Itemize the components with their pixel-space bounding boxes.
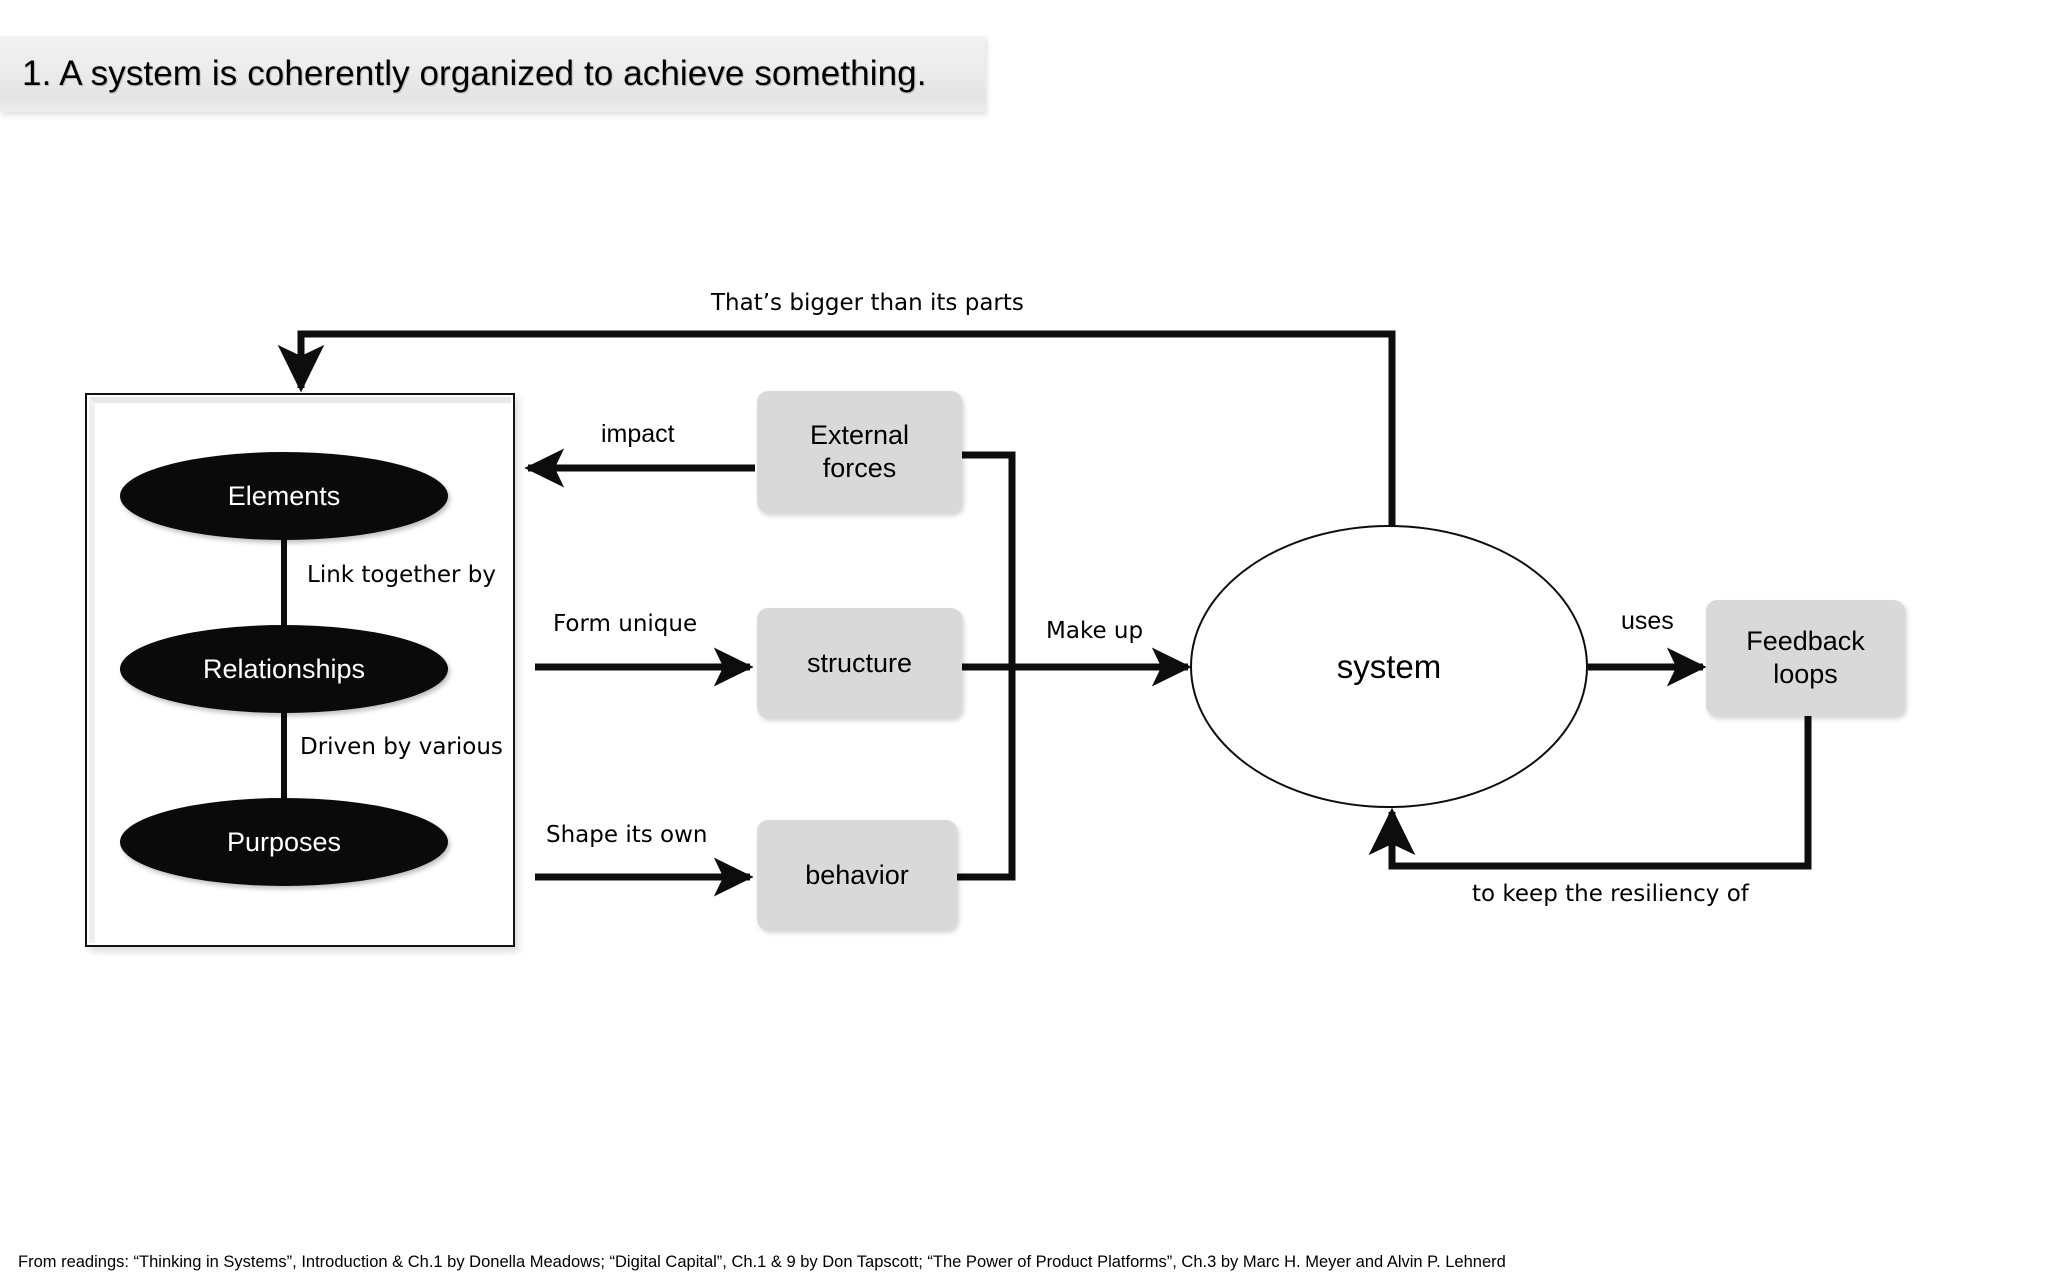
edge-label-uses: uses: [1621, 607, 1674, 635]
node-structure-label: structure: [806, 647, 913, 678]
edge-label-link-together-by: Link together by: [307, 562, 496, 588]
title-banner: [0, 36, 985, 112]
node-elements-label: Elements: [227, 480, 341, 511]
edge-label-make-up: Make up: [1046, 618, 1144, 644]
edge-label-form-unique: Form unique: [553, 611, 698, 637]
node-relationships[interactable]: Relationships: [120, 625, 448, 713]
connector-elements-relationships: [281, 536, 287, 648]
node-feedback-loops[interactable]: Feedback loops: [1706, 600, 1905, 716]
node-external-forces-label: External forces: [810, 419, 909, 485]
node-relationships-label: Relationships: [202, 653, 366, 684]
edge-behavior-to-rail: [957, 667, 1016, 881]
node-feedback-loops-line2: loops: [1773, 659, 1838, 689]
node-system[interactable]: system: [1190, 525, 1588, 808]
node-feedback-loops-line1: Feedback: [1746, 626, 1865, 657]
node-external-forces[interactable]: External forces: [757, 391, 962, 513]
node-system-label: system: [1336, 647, 1442, 685]
node-feedback-loops-label: Feedback loops: [1746, 625, 1865, 691]
edge-label-impact: impact: [601, 420, 675, 448]
connector-relationships-purposes: [281, 710, 287, 822]
node-purposes[interactable]: Purposes: [120, 798, 448, 886]
node-purposes-label: Purposes: [226, 826, 342, 857]
edge-label-shape-its-own: Shape its own: [546, 822, 708, 848]
edge-label-bigger-than-parts: That’s bigger than its parts: [711, 290, 1024, 316]
source-footnote: From readings: “Thinking in Systems”, In…: [18, 1253, 1506, 1271]
node-external-forces-line2: forces: [822, 453, 897, 483]
edge-label-driven-by-various: Driven by various: [300, 734, 503, 760]
edge-label-resiliency: to keep the resiliency of: [1472, 881, 1749, 907]
node-structure[interactable]: structure: [757, 608, 962, 718]
page-title: 1. A system is coherently organized to a…: [22, 54, 927, 93]
node-behavior-label: behavior: [805, 859, 909, 890]
node-behavior[interactable]: behavior: [757, 820, 957, 930]
edge-external-to-rail: [962, 451, 1016, 667]
node-external-forces-line1: External: [809, 420, 910, 451]
node-elements[interactable]: Elements: [120, 452, 448, 540]
